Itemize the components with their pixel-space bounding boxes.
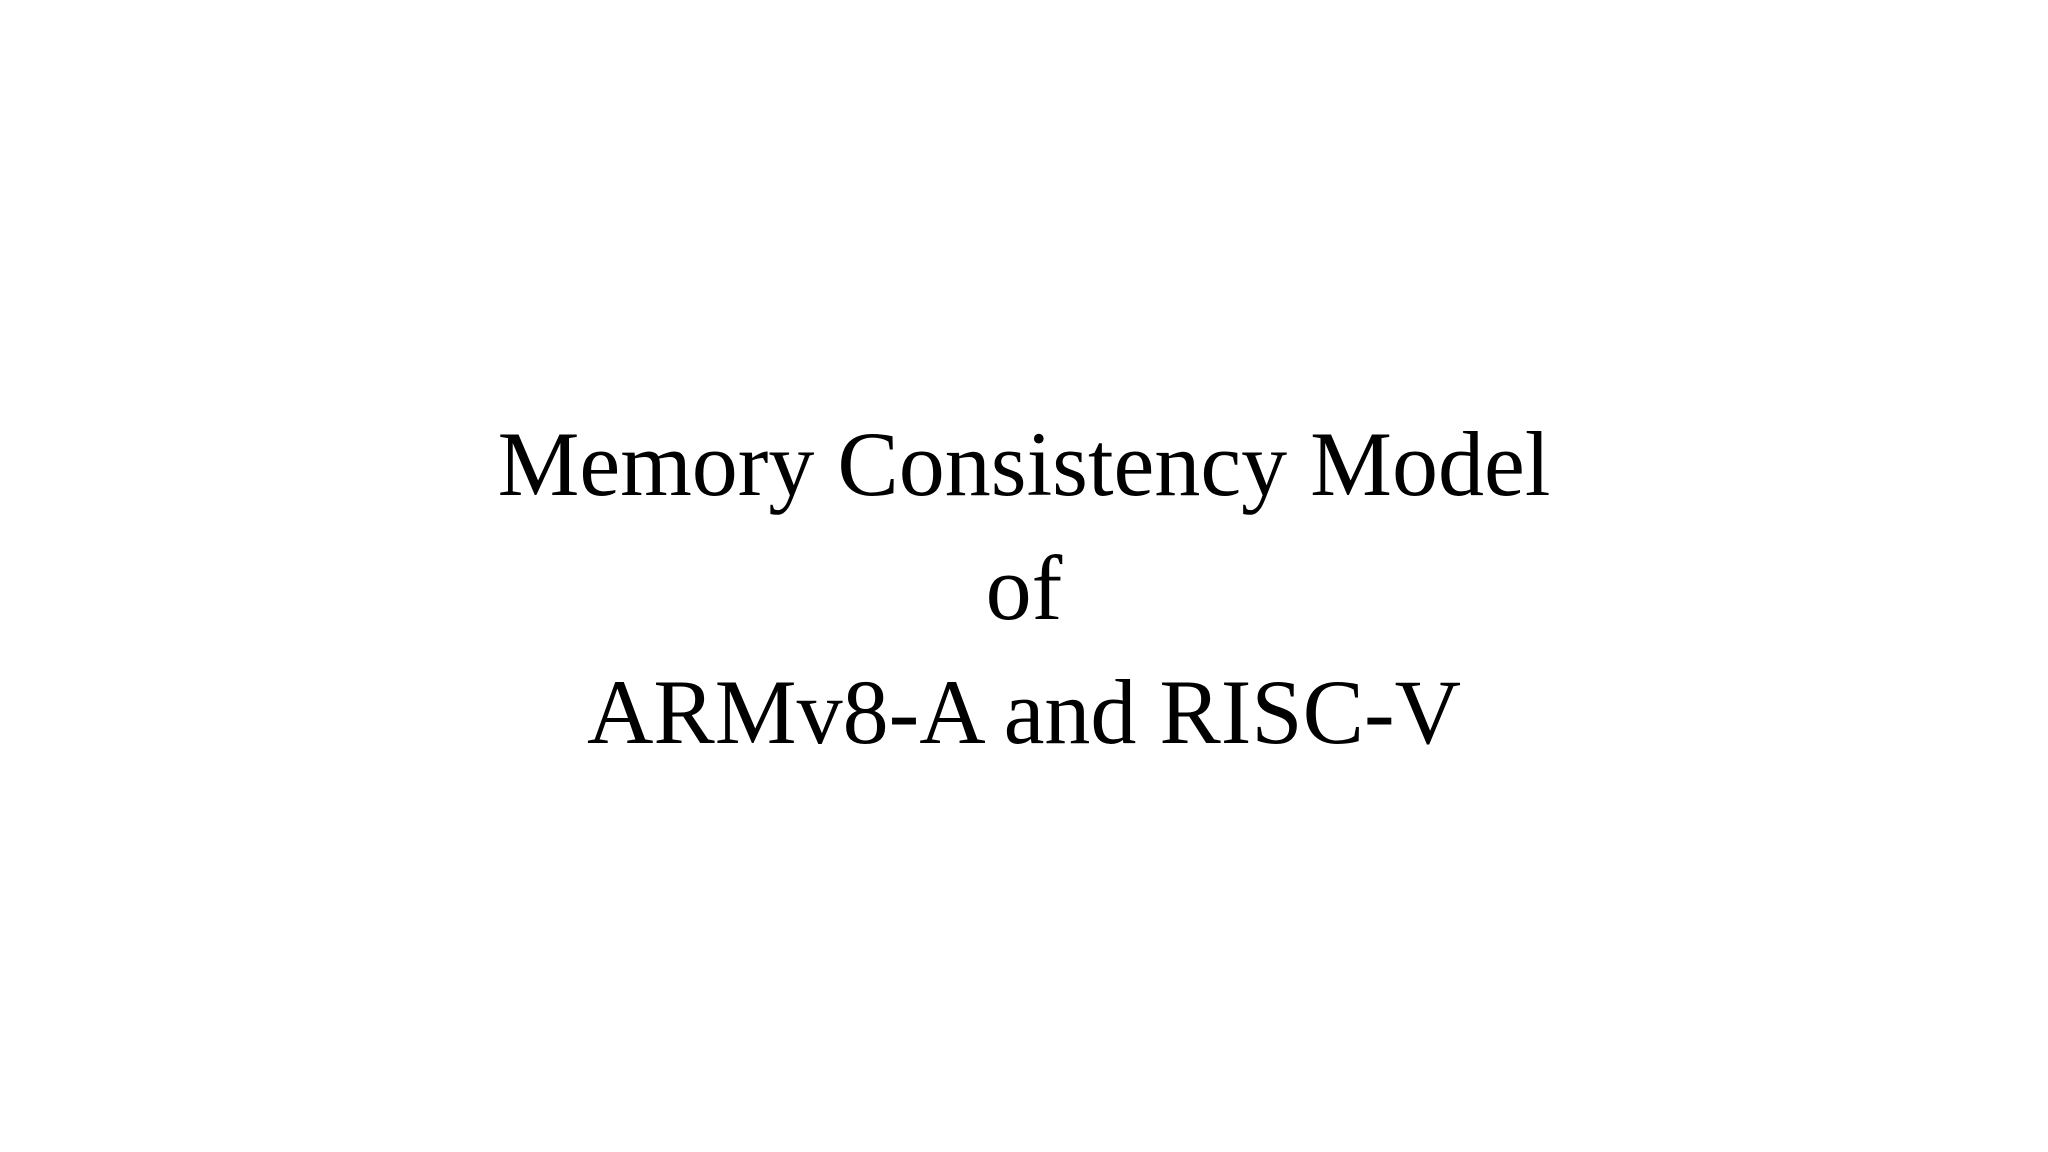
title-line-2: of <box>985 537 1063 639</box>
title-line-3: ARMv8-A and RISC-V <box>586 661 1462 763</box>
title-line-1: Memory Consistency Model <box>497 413 1551 515</box>
slide-title: Memory Consistency Model of ARMv8-A and … <box>0 402 2048 774</box>
